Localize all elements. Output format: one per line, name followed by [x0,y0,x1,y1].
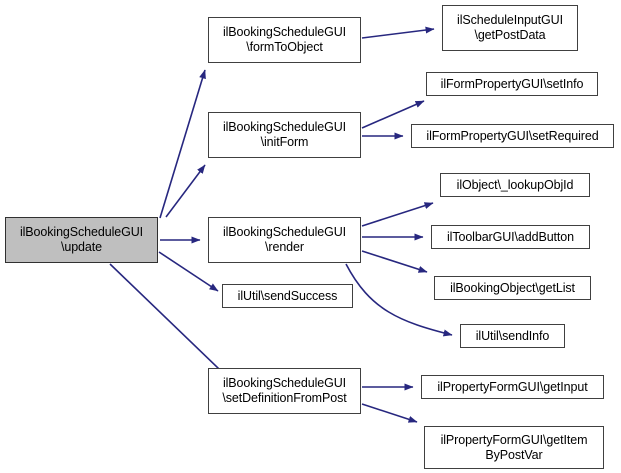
graph-node-label: ilBookingScheduleGUI \initForm [222,120,347,149]
edge-setDefinitionFromPost-to-getItemByPostVar [361,403,418,423]
graph-node-setInfo[interactable]: ilFormPropertyGUI\setInfo [426,72,598,96]
edge-formToObject-to-getPostData [361,26,435,39]
graph-node-setDefinitionFromPost[interactable]: ilBookingScheduleGUI \setDefinitionFromP… [208,368,361,414]
graph-node-initForm[interactable]: ilBookingScheduleGUI \initForm [208,112,361,158]
edge-update-to-formToObject [159,69,206,219]
graph-node-render[interactable]: ilBookingScheduleGUI \render [208,217,361,263]
graph-node-formToObject[interactable]: ilBookingScheduleGUI \formToObject [208,17,361,63]
graph-node-label: ilPropertyFormGUI\getInput [437,379,588,394]
graph-node-setRequired[interactable]: ilFormPropertyGUI\setRequired [411,124,614,148]
graph-node-getList[interactable]: ilBookingObject\getList [434,276,591,300]
graph-node-label: ilBookingScheduleGUI \setDefinitionFromP… [222,376,347,405]
graph-node-sendInfo[interactable]: ilUtil\sendInfo [460,324,565,348]
graph-node-label: ilUtil\sendSuccess [237,288,338,303]
graph-node-label: ilBookingScheduleGUI \render [222,225,347,254]
graph-node-sendSuccess[interactable]: ilUtil\sendSuccess [222,284,353,308]
graph-node-label: ilBookingObject\getList [450,280,575,295]
graph-node-label: ilBookingScheduleGUI \update [19,225,144,254]
graph-node-label: ilFormPropertyGUI\setRequired [426,128,599,143]
edge-render-to-lookupObjId [361,202,434,227]
graph-node-lookupObjId[interactable]: ilObject\_lookupObjId [440,173,590,197]
graph-node-getInput[interactable]: ilPropertyFormGUI\getInput [421,375,604,399]
graph-node-label: ilToolbarGUI\addButton [446,229,575,244]
graph-node-label: ilUtil\sendInfo [475,328,550,343]
graph-node-label: ilScheduleInputGUI \getPostData [457,13,563,42]
graph-node-label: ilObject\_lookupObjId [456,177,574,192]
graph-node-getPostData[interactable]: ilScheduleInputGUI \getPostData [442,5,578,51]
graph-node-update[interactable]: ilBookingScheduleGUI \update [5,217,158,263]
graph-node-label: ilPropertyFormGUI\getItem ByPostVar [440,432,588,462]
graph-node-addButton[interactable]: ilToolbarGUI\addButton [431,225,590,249]
edge-update-to-initForm [165,164,206,218]
graph-node-getItemByPostVar[interactable]: ilPropertyFormGUI\getItem ByPostVar [424,426,604,469]
graph-node-label: ilFormPropertyGUI\setInfo [440,76,584,91]
graph-node-label: ilBookingScheduleGUI \formToObject [222,25,347,54]
edge-render-to-getList [361,250,428,273]
